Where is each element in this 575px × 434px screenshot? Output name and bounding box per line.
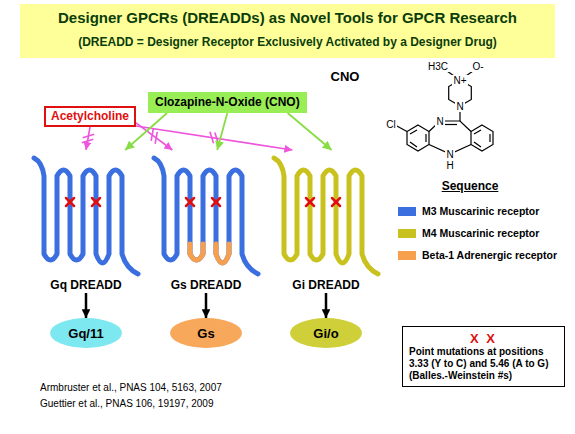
ligand-box: Acetylcholine [44, 106, 136, 127]
arrow-connector [325, 293, 328, 318]
node-text: Gs [197, 326, 214, 341]
legend: M3 Muscarinic receptor M4 Muscarinic rece… [398, 200, 557, 266]
note-box: X XPoint mutations at positions 3.33 (Y … [402, 326, 565, 387]
block-tick [82, 139, 94, 142]
atom-label: O- [471, 61, 484, 72]
arrow-connector [217, 113, 227, 150]
g-protein-oval: Gs [170, 318, 242, 348]
reference: Guettier et al., PNAS 106, 19197, 2009 [40, 398, 213, 409]
node-text: Gq DREADD [30, 278, 142, 293]
ligand-box: Clozapine-N-Oxide (CNO) [148, 92, 307, 113]
legend-swatch [398, 251, 416, 260]
legend-row: Beta-1 Adrenergic receptor [398, 244, 557, 266]
legend-swatch [398, 229, 416, 238]
node-text: Acetylcholine [51, 109, 129, 124]
node-text: Clozapine-N-Oxide (CNO) [155, 95, 300, 110]
cno-structure [395, 69, 493, 154]
receptor-label: Gi DREADD [270, 150, 382, 293]
g-protein-oval: Gi/o [290, 318, 362, 348]
block-tick [151, 129, 153, 141]
node-text: Gs DREADD [150, 278, 262, 293]
legend-text: Beta-1 Adrenergic receptor [422, 249, 557, 261]
arrow-connector [86, 127, 90, 150]
block-tick [210, 132, 214, 143]
gq-receptor [34, 158, 138, 274]
block-tick [155, 132, 157, 144]
gs-receptor [154, 158, 258, 274]
legend-row: M4 Muscarinic receptor [398, 222, 557, 244]
atom-label: H [445, 160, 454, 171]
node-text: X X [409, 331, 558, 346]
atom-label: H3C [427, 61, 449, 72]
legend-text: M4 Muscarinic receptor [422, 227, 539, 239]
arrow-connector [288, 113, 332, 150]
receptor-label: Gs DREADD [150, 150, 262, 293]
legend-swatch [398, 207, 416, 216]
compound-name: CNO [331, 69, 360, 84]
node-text: Gi DREADD [270, 278, 382, 293]
atom-label: N+ [452, 75, 467, 86]
atom-label: Cl [385, 119, 396, 130]
arrow-connector [85, 293, 88, 318]
block-tick [215, 133, 219, 144]
g-protein-oval: Gq/11 [50, 318, 122, 348]
atom-label: N [445, 149, 454, 160]
reference: Armbruster et al., PNAS 104, 5163, 2007 [40, 382, 222, 393]
legend-text: M3 Muscarinic receptor [422, 205, 539, 217]
legend-heading: Sequence [442, 179, 499, 193]
arrow-connector [136, 126, 292, 150]
legend-row: M3 Muscarinic receptor [398, 200, 557, 222]
diagram-title: Designer GPCRs (DREADDs) as Novel Tools … [20, 9, 555, 26]
atom-label: N [455, 101, 464, 112]
gi-receptor [274, 158, 378, 274]
receptor-label: Gq DREADD [30, 150, 142, 293]
subtitle: (DREADD = Designer Receptor Exclusively … [20, 35, 555, 49]
node-text: Point mutations at positions 3.33 (Y to … [409, 346, 558, 382]
title-band [20, 4, 555, 58]
node-text: Gi/o [313, 326, 338, 341]
block-tick [83, 134, 95, 137]
arrow-connector [205, 293, 208, 318]
node-text: Gq/11 [68, 326, 103, 341]
atom-label: N [435, 116, 444, 127]
